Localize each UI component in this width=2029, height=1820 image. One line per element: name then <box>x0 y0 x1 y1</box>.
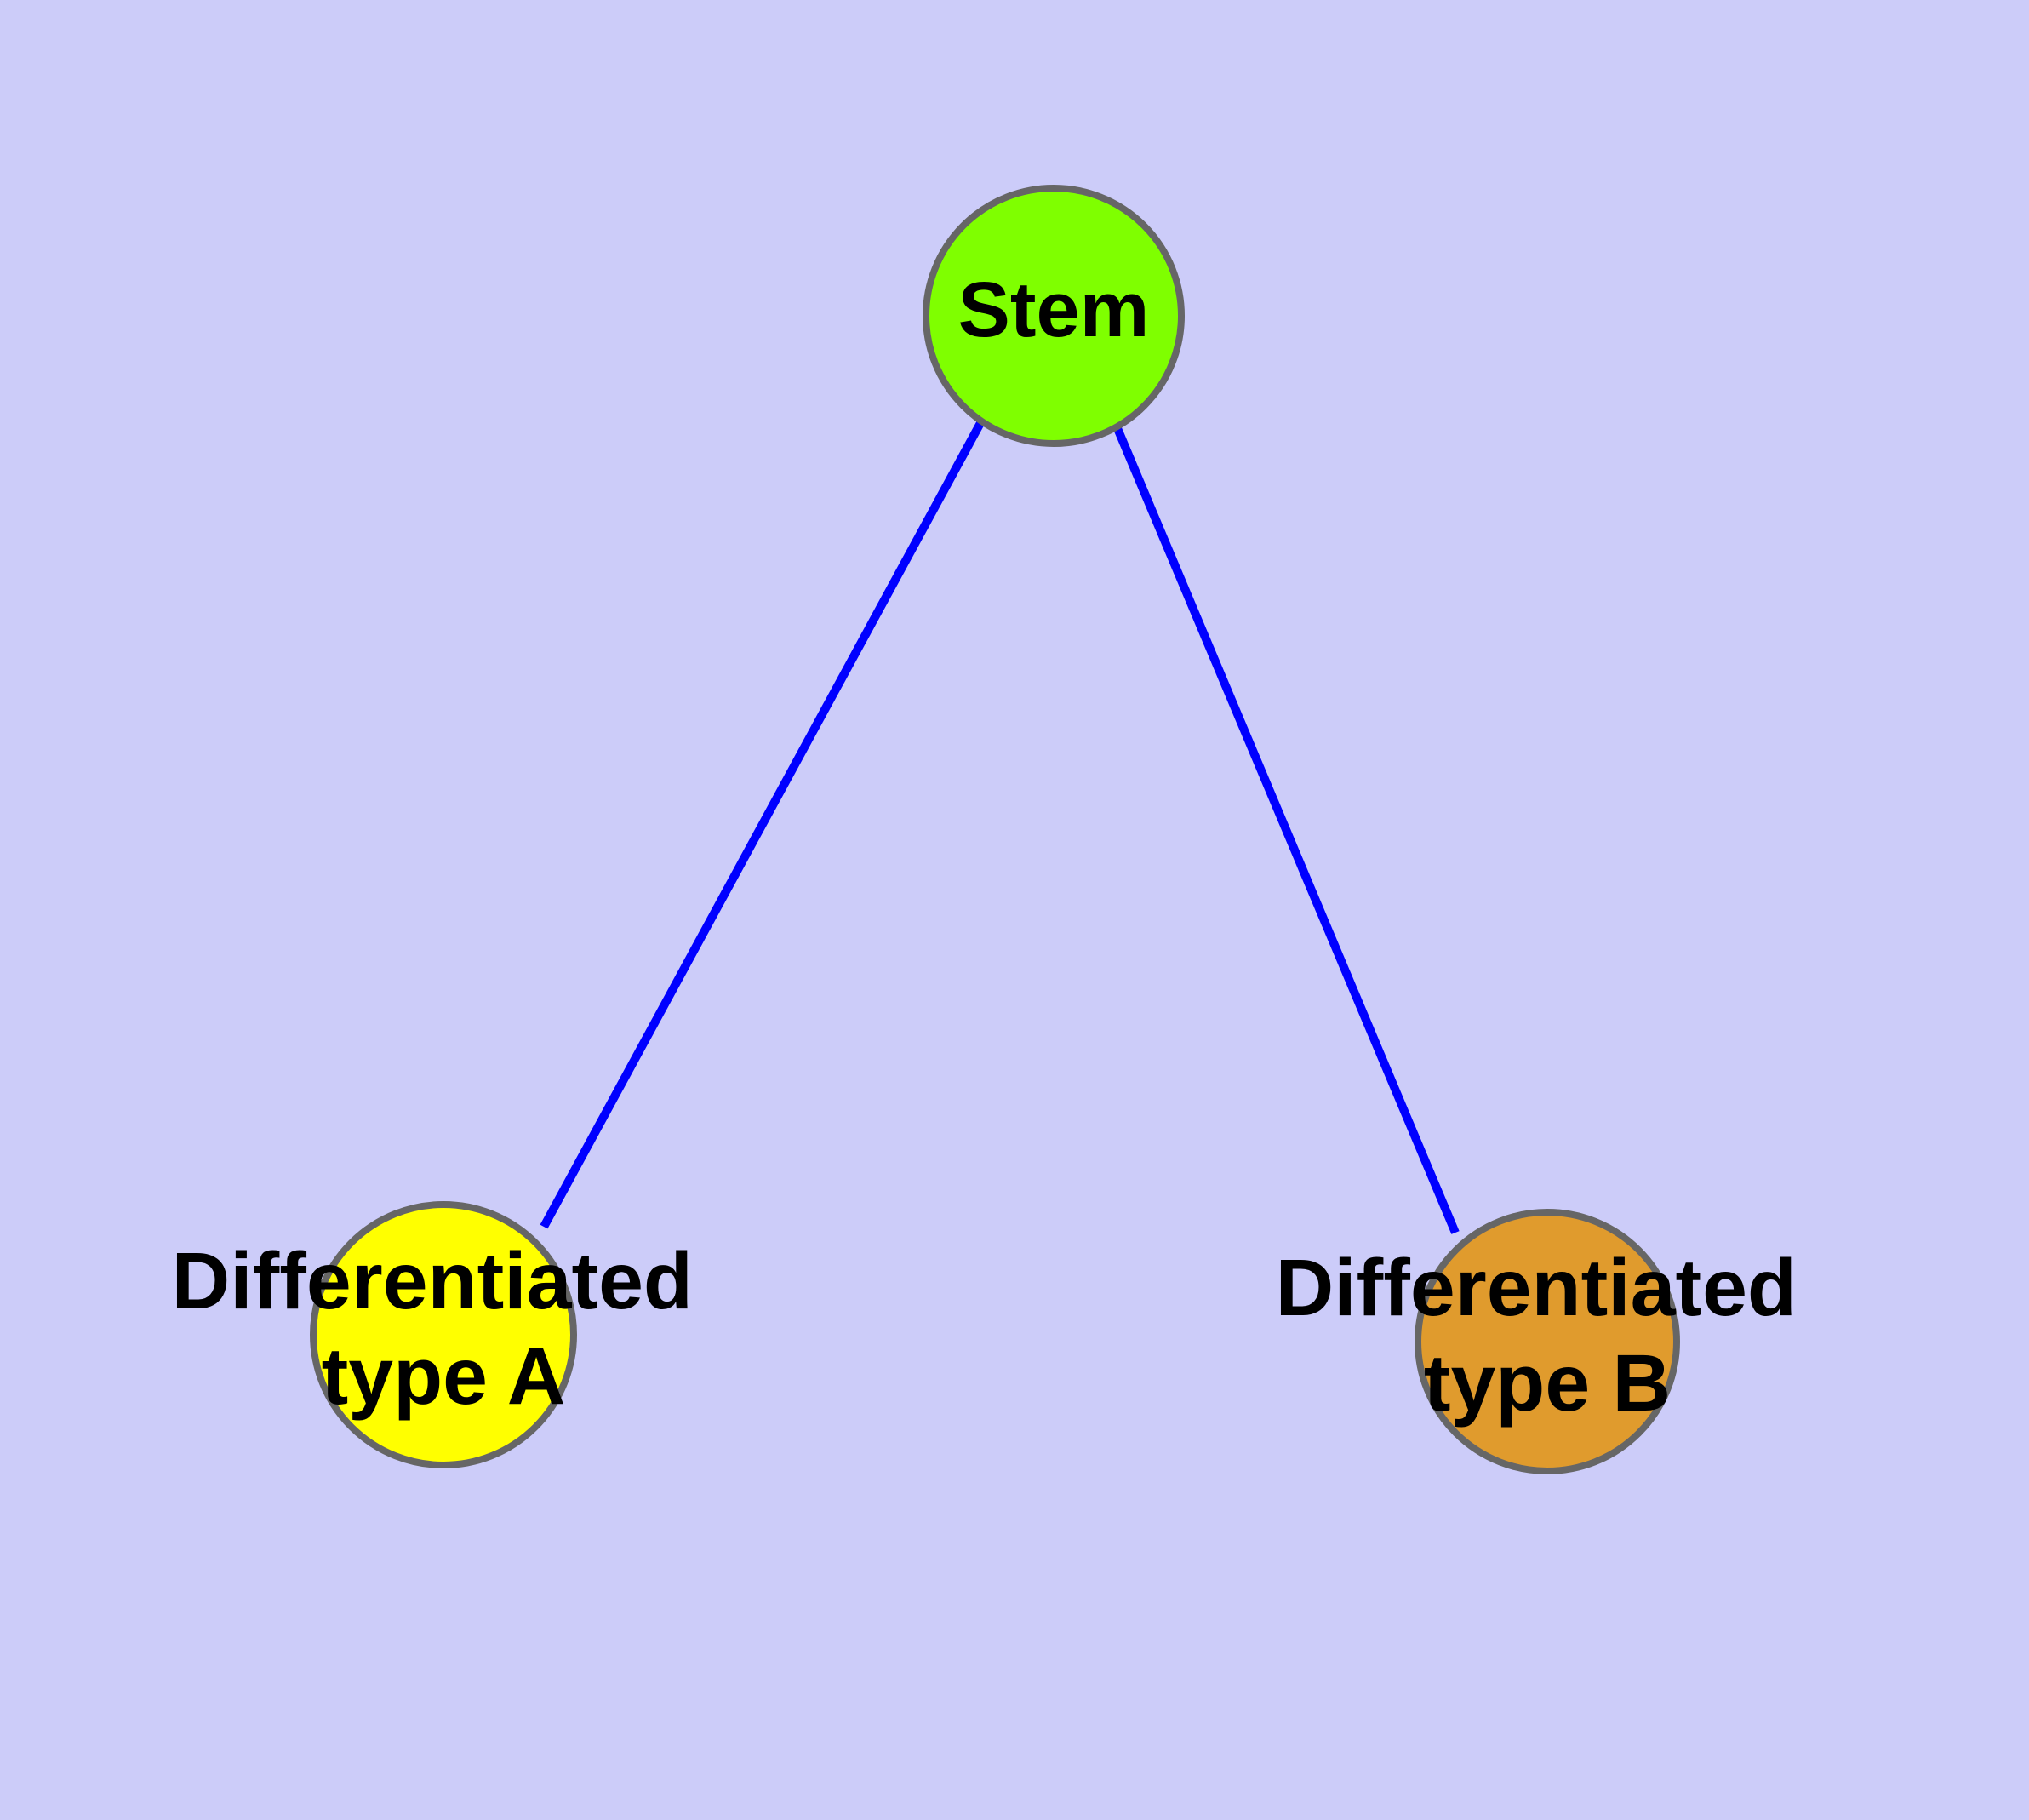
node-differentiated-type-a-label-line-2: type A <box>322 1331 566 1422</box>
node-stem-circle[interactable] <box>923 185 1185 447</box>
node-differentiated-type-a-circle[interactable] <box>310 1201 577 1468</box>
node-differentiated-type-b-label-line-1: Differentiated <box>1276 1243 1797 1333</box>
node-differentiated-type-b[interactable]: Differentiated type B <box>1276 1209 1820 1474</box>
node-stem[interactable]: Stem <box>923 185 1185 447</box>
node-group: Stem Differentiated type A Differentiate… <box>172 185 1820 1474</box>
node-differentiated-type-b-label-line-2: type B <box>1424 1338 1671 1428</box>
node-differentiated-type-a[interactable]: Differentiated type A <box>172 1201 716 1468</box>
node-differentiated-type-b-label: Differentiated type B <box>1276 1243 1820 1428</box>
node-stem-label: Stem <box>958 266 1150 353</box>
node-differentiated-type-a-label-line-1: Differentiated <box>172 1236 693 1326</box>
edge-group <box>540 421 1460 1234</box>
node-differentiated-type-b-circle[interactable] <box>1415 1209 1680 1474</box>
edge-stem-to-differentiated-type-a <box>540 421 985 1229</box>
node-stem-label-line-1: Stem <box>958 266 1150 353</box>
edge-stem-to-differentiated-type-b <box>1112 425 1460 1234</box>
node-differentiated-type-a-label: Differentiated type A <box>172 1236 716 1422</box>
